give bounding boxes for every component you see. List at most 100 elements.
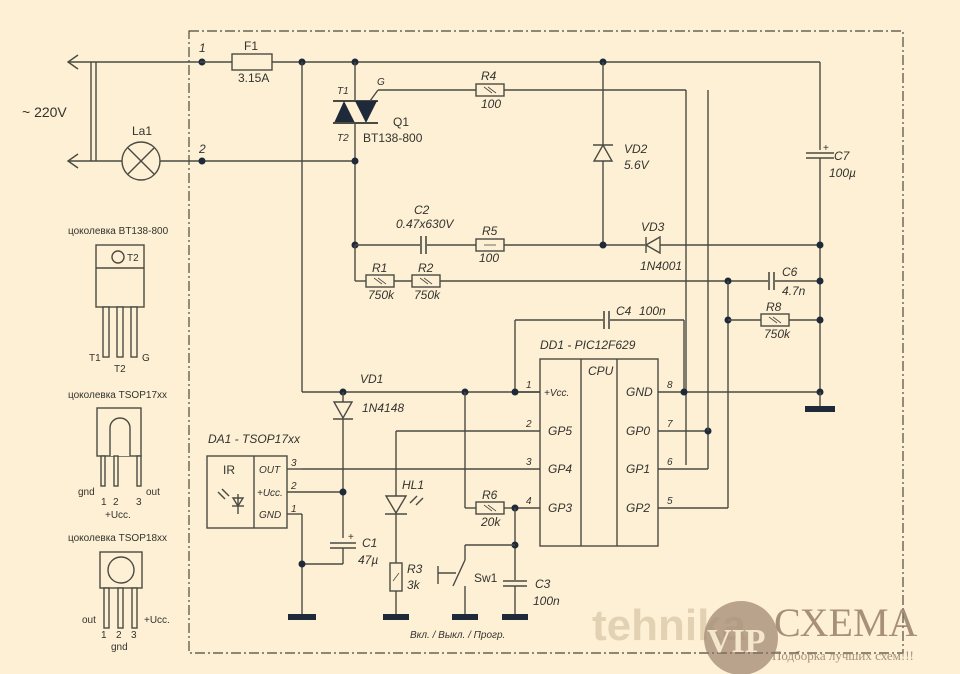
c6-ref: C6 (782, 265, 798, 279)
svg-text:VIP: VIP (707, 623, 766, 660)
da1-title: DA1 - TSOP17xx (208, 432, 301, 446)
fuse-ref: F1 (244, 39, 258, 53)
resistor-r8 (760, 313, 790, 327)
lamp-la1: La1 (121, 124, 355, 181)
r1-ref: R1 (372, 261, 387, 275)
capacitor-c7: + C7 100µ (806, 143, 856, 392)
da1-ir: IR (223, 463, 235, 477)
pin-gp1: GP1 (626, 462, 650, 476)
pin-gp0: GP0 (626, 424, 650, 438)
ground-symbol (452, 614, 478, 620)
svg-text:+: + (823, 143, 829, 154)
ground-symbol (288, 614, 316, 620)
pin-gp3: GP3 (548, 501, 572, 515)
pinout-tsop18: цоколевка TSOP18xx out +Ucc. 1 2 3 gnd (68, 533, 170, 653)
c2-value: 0.47x630V (396, 217, 454, 231)
vd3-value: 1N4001 (640, 259, 682, 273)
terminal-2 (198, 157, 206, 165)
svg-text:8: 8 (667, 380, 673, 391)
pin-gp4: GP4 (548, 462, 572, 476)
r5-ref: R5 (482, 224, 498, 238)
svg-text:2: 2 (116, 630, 122, 641)
zener-vd2: VD2 5.6V (592, 62, 650, 245)
svg-text:1: 1 (101, 497, 107, 508)
svg-text:цоколевка TSOP17xx: цоколевка TSOP17xx (68, 390, 167, 401)
triac-g-label: G (377, 77, 385, 88)
ground-symbol (502, 614, 528, 620)
c2-ref: C2 (414, 203, 430, 217)
vd2-value: 5.6V (624, 158, 650, 172)
svg-text:T2: T2 (127, 253, 139, 264)
dd1-title: DD1 - PIC12F629 (540, 338, 636, 352)
sw1-ref: Sw1 (474, 571, 498, 585)
svg-text:1: 1 (291, 504, 297, 515)
r6-ref: R6 (482, 488, 498, 502)
svg-text:3: 3 (136, 497, 142, 508)
mains-input: ~ 220V (22, 54, 200, 169)
capacitor-c3: C3 100n (503, 577, 560, 614)
svg-text:+Ucc.: +Ucc. (144, 615, 170, 626)
da1-gnd: GND (259, 510, 281, 521)
fuse-f1 (231, 53, 273, 71)
r3-value: 3k (407, 578, 421, 592)
pin-vcc: +Vcc. (544, 388, 569, 399)
pin-gp5: GP5 (548, 424, 572, 438)
c4-ref: C4 (616, 304, 632, 318)
board-frame (188, 30, 904, 654)
da1-out: OUT (259, 465, 281, 476)
r2-value: 750k (414, 288, 441, 302)
watermark: tehnika VIP СХЕМА Подборка лучших схем!!… (592, 600, 918, 674)
r2-ref: R2 (418, 261, 434, 275)
terminal-1-label: 1 (199, 41, 206, 55)
svg-text:2: 2 (525, 419, 532, 430)
svg-text:2: 2 (113, 497, 119, 508)
diode-vd3: VD3 1N4001 (640, 220, 820, 273)
svg-text:Подборка лучших схем!!!: Подборка лучших схем!!! (772, 648, 914, 663)
svg-text:G: G (142, 353, 150, 364)
resistor-r2 (411, 274, 441, 288)
ir-receiver-da1: DA1 - TSOP17xx IR OUT +Ucc. GND 3 2 1 (206, 432, 343, 614)
triac-t2-label: T2 (337, 133, 349, 144)
triac-ref: Q1 (393, 115, 409, 129)
svg-text:+Ucc.: +Ucc. (105, 510, 131, 521)
led-hl1: HL1 R3 3k (384, 431, 424, 614)
vd1-value: 1N4148 (362, 401, 404, 415)
r4-ref: R4 (481, 69, 497, 83)
da1-ucc: +Ucc. (257, 488, 283, 499)
svg-text:1: 1 (526, 380, 532, 391)
resistor-r1 (365, 274, 395, 288)
c7-value: 100µ (829, 166, 856, 180)
pinout-bt138: цоколевка BT138-800 T2 T1 T2 G (68, 226, 169, 375)
triac-q1: T1 T2 G Q1 BT138-800 (333, 62, 476, 245)
svg-text:7: 7 (667, 419, 673, 430)
capacitor-c1: + C1 47µ (302, 532, 378, 567)
svg-text:СХЕМА: СХЕМА (774, 600, 918, 645)
c1-value: 47µ (358, 553, 378, 567)
svg-text:цоколевка BT138-800: цоколевка BT138-800 (68, 226, 169, 237)
r3-ref: R3 (407, 562, 423, 576)
r6-value: 20k (480, 515, 501, 529)
svg-text:out: out (82, 615, 96, 626)
vd1-ref: VD1 (360, 372, 383, 386)
switch-caption: Вкл. / Выкл. / Прогр. (410, 630, 505, 641)
c7-ref: C7 (834, 149, 851, 163)
ground-symbol (805, 406, 835, 412)
triac-t1-label: T1 (337, 86, 349, 97)
r5-value: 100 (479, 251, 499, 265)
svg-text:T1: T1 (89, 353, 101, 364)
c6-value: 4.7n (782, 284, 806, 298)
triac-part: BT138-800 (363, 131, 423, 145)
pin-gp2: GP2 (626, 501, 650, 515)
svg-text:3: 3 (131, 630, 137, 641)
svg-text:gnd: gnd (111, 642, 128, 653)
svg-text:1: 1 (101, 630, 107, 641)
svg-text:3: 3 (291, 458, 297, 469)
svg-text:6: 6 (667, 457, 673, 468)
lamp-ref: La1 (132, 124, 152, 138)
switch-sw1[interactable]: Sw1 (437, 545, 498, 614)
svg-text:4: 4 (526, 496, 532, 507)
diode-vd1: 1N4148 (332, 392, 404, 538)
svg-text:3: 3 (526, 457, 532, 468)
svg-text:gnd: gnd (78, 487, 95, 498)
